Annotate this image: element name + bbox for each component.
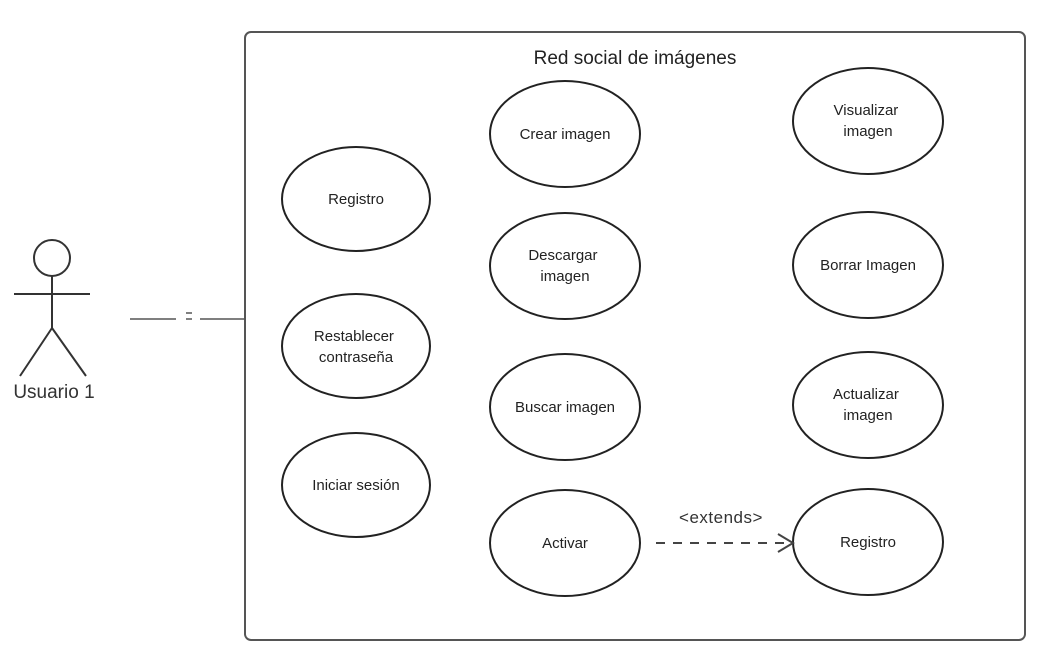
use-case-actualizar-imagen[interactable] [792,351,944,459]
actor-association [130,312,245,320]
use-case-borrar-imagen[interactable] [792,211,944,319]
extends-arrowhead [777,533,795,553]
system-boundary [244,31,1026,641]
use-case-activar[interactable] [489,489,641,597]
use-case-borrar-label: Borrar Imagen [820,257,916,274]
use-case-visualizar-imagen[interactable] [792,67,944,175]
use-case-registro-extends-label: Registro [840,534,896,551]
actor-head [33,239,71,277]
use-case-actualizar-label: Actualizar imagen [833,386,903,424]
system-title: Red social de imágenes [534,48,737,69]
use-case-buscar-imagen[interactable] [489,353,641,461]
use-case-descargar-label: Descargar imagen [528,247,601,285]
use-case-registro-label: Registro [328,191,384,208]
use-case-descargar-imagen[interactable] [489,212,641,320]
use-case-iniciar-label: Iniciar sesión [312,477,400,494]
actor-usuario-1[interactable] [14,239,90,377]
extends-label: <extends> [679,508,763,527]
use-case-restablecer-contrasena[interactable] [281,293,431,399]
use-case-activar-label: Activar [542,535,588,552]
use-case-restablecer-label: Restablecer contraseña [314,328,398,366]
actor-right-leg [51,327,87,377]
actor-label: Usuario 1 [13,382,94,403]
extends-arrow [656,533,795,553]
use-case-crear-label: Crear imagen [520,126,611,143]
actor-left-leg [19,327,53,377]
use-case-crear-imagen[interactable] [489,80,641,188]
use-case-registro[interactable] [281,146,431,252]
use-case-buscar-label: Buscar imagen [515,399,615,416]
use-case-iniciar-sesion[interactable] [281,432,431,538]
use-case-visualizar-label: Visualizar imagen [834,102,903,140]
